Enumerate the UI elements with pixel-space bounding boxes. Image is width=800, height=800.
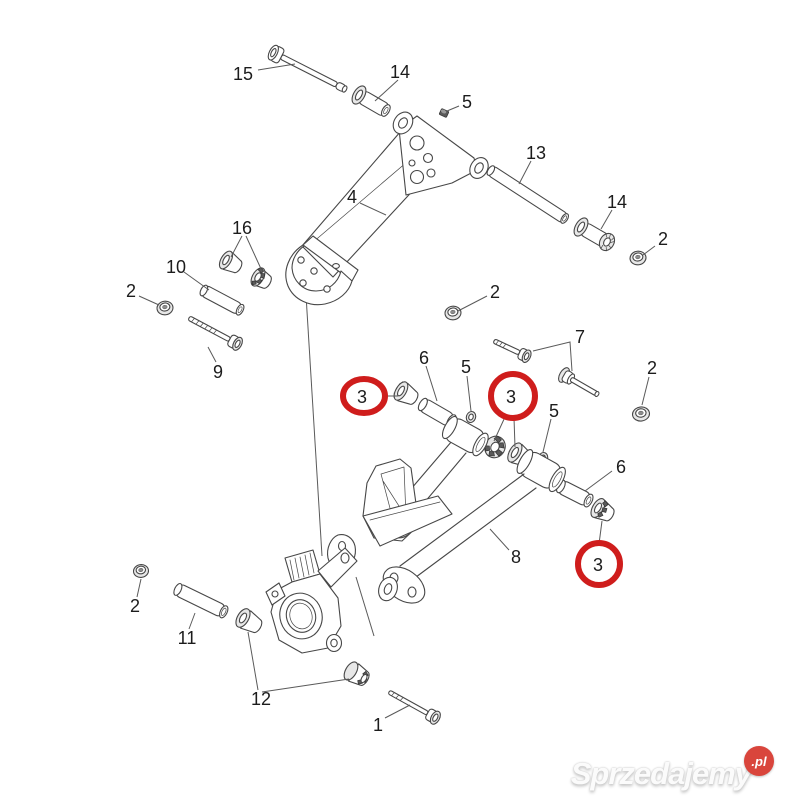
callout-6a: 6	[419, 348, 429, 368]
leader-lines	[136, 63, 656, 719]
callout-16: 16	[232, 218, 252, 238]
highlight-circle-3	[575, 540, 623, 588]
part-12-bushing-a	[235, 608, 263, 634]
callout-8: 8	[511, 547, 521, 567]
callout-2d: 2	[647, 358, 657, 378]
callout-12: 12	[251, 689, 271, 709]
callout-3a: 3	[357, 387, 367, 407]
callout-labels: 15 14 5 13 14 2 4 16 10 2 9 2 7 6 5 5 2 …	[126, 62, 668, 735]
highlight-circle-1	[340, 376, 388, 416]
assembly-centerlines	[305, 294, 375, 637]
callout-6b: 6	[616, 457, 626, 477]
watermark: Sprzedajemy .pl	[570, 746, 774, 792]
parts-drawing	[132, 44, 651, 725]
callout-10: 10	[166, 257, 186, 277]
part-6-tube-lower	[556, 479, 594, 508]
highlight-circle-2	[488, 371, 538, 421]
callout-1: 1	[373, 715, 383, 735]
callout-2a: 2	[658, 229, 668, 249]
callout-14b: 14	[607, 192, 627, 212]
part-7-bolt-lower	[558, 367, 600, 397]
watermark-text: Sprzedajemy	[570, 756, 752, 791]
part-3-bushing-pair	[484, 435, 533, 467]
callout-5c: 5	[549, 401, 559, 421]
part-8-lower-arm	[378, 449, 566, 604]
part-10-tube	[199, 284, 245, 316]
part-7-bolt-upper	[493, 339, 532, 363]
part-14-sleeve-top	[351, 85, 391, 117]
callout-2b: 2	[126, 281, 136, 301]
part-12-bushing-b	[343, 661, 370, 686]
callout-9: 9	[213, 362, 223, 382]
part-15-bolt	[267, 44, 348, 93]
callout-5b: 5	[461, 357, 471, 377]
part-5-ring-left	[465, 410, 477, 424]
part-11-tube	[173, 582, 229, 619]
part-1-bolt	[388, 690, 441, 725]
callout-4: 4	[347, 187, 357, 207]
part-3-bushing-left	[393, 381, 419, 405]
part-5-nut-top	[439, 108, 449, 118]
part-2-nut-bottomleft	[132, 564, 150, 578]
callout-13: 13	[526, 143, 546, 163]
callout-2c: 2	[490, 282, 500, 302]
highlight-circles	[340, 371, 623, 588]
callout-5a: 5	[462, 92, 472, 112]
part-3-bushing-right	[590, 498, 615, 522]
part-2-nut-left	[156, 300, 174, 316]
trailing-arm-assembly	[327, 415, 489, 570]
callout-2e: 2	[130, 596, 140, 616]
callout-3c: 3	[593, 555, 603, 575]
callout-15: 15	[233, 64, 253, 84]
part-2-nut-topright	[629, 250, 647, 266]
callout-14a: 14	[390, 62, 410, 82]
part-16-bushing-b	[250, 267, 272, 289]
knuckle	[265, 547, 358, 654]
part-9-bolt	[188, 316, 243, 351]
part-13-tube	[486, 165, 570, 224]
part-16-bushing-a	[218, 250, 243, 274]
part-4-a-arm	[285, 111, 489, 306]
callout-3b: 3	[506, 387, 516, 407]
callout-7: 7	[575, 327, 585, 347]
part-14-sleeve-right	[573, 217, 616, 252]
part-2-nut-right	[631, 406, 651, 422]
callout-11: 11	[178, 628, 197, 648]
part-2-nut-center	[444, 305, 462, 321]
watermark-badge: .pl	[744, 746, 774, 776]
